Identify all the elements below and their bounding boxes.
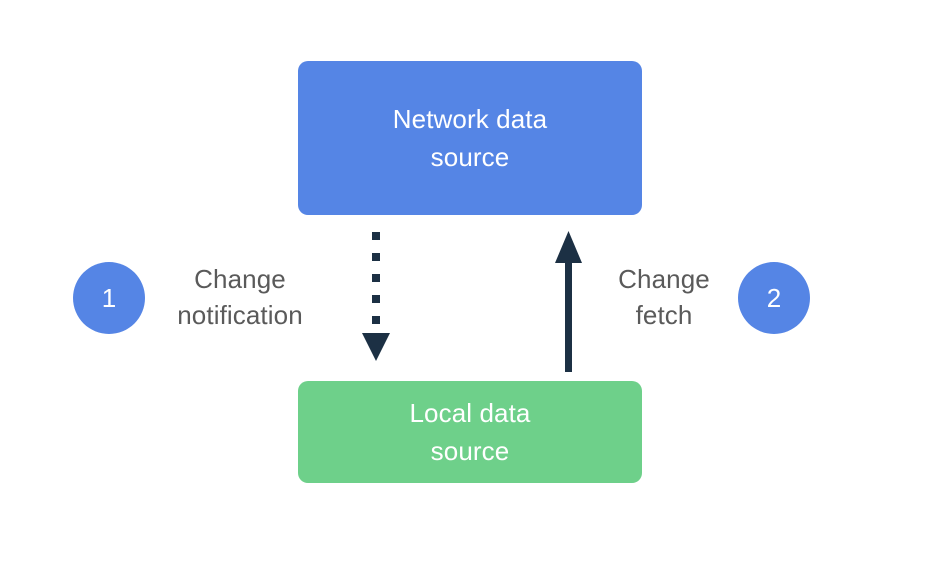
step-1-badge[interactable]: 1 xyxy=(73,262,145,334)
step-2-badge[interactable]: 2 xyxy=(738,262,810,334)
solid-up-arrow-icon xyxy=(555,231,582,372)
local-data-source-label: Local data source xyxy=(409,398,531,466)
dotted-down-arrow-icon xyxy=(362,232,390,361)
step-2-number: 2 xyxy=(766,283,782,313)
step-2-label: Change fetch xyxy=(618,264,710,330)
step-1-label: Change notification xyxy=(177,264,303,330)
network-data-source-node[interactable]: Network data source xyxy=(298,61,642,215)
local-data-source-node[interactable]: Local data source xyxy=(298,381,642,483)
step-1-number: 1 xyxy=(101,283,117,313)
network-data-source-label: Network data source xyxy=(392,104,548,172)
